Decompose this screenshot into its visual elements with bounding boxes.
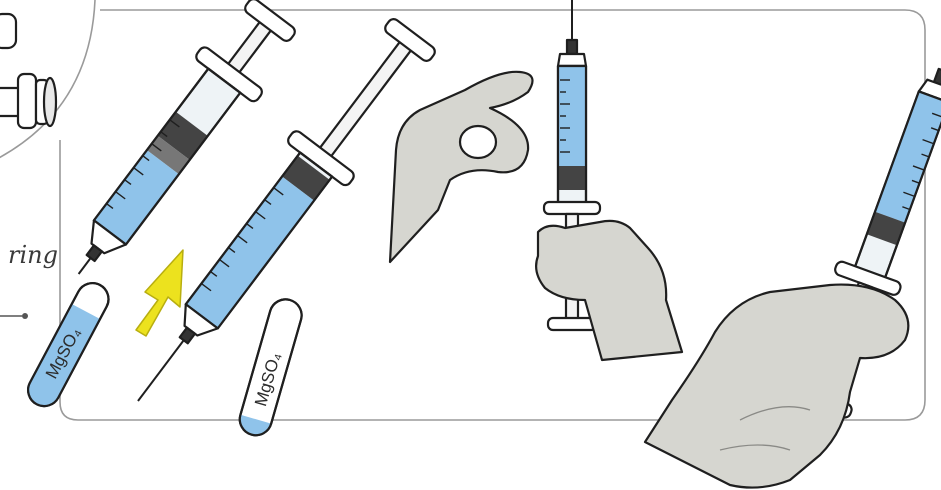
gloved-hand-large (645, 285, 908, 488)
gloved-hand-tapping (390, 72, 533, 262)
magnified-syringe (0, 14, 56, 128)
vial-magnesium-sulfate-empty: MgSO₄ (236, 296, 305, 439)
vial-magnesium-sulfate-filled: MgSO₄ (22, 277, 114, 411)
finger-circle (460, 126, 496, 158)
caption-fragment: ring (8, 241, 58, 269)
caption-connector-dot (22, 313, 28, 319)
gloved-hand-holding (536, 221, 682, 360)
direction-arrow (136, 250, 183, 336)
